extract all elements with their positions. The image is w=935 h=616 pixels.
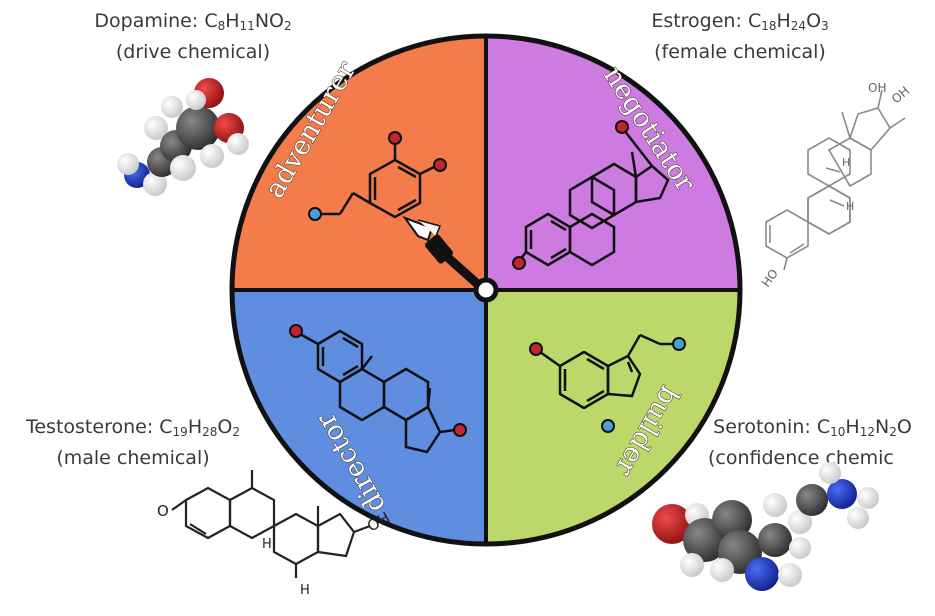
testosterone-wireframe: O OH H H — [157, 470, 393, 598]
pointing-hand-icon — [402, 215, 442, 242]
testosterone-structure — [289, 324, 467, 454]
formula-element: O — [896, 416, 912, 438]
formula-element: C — [204, 10, 218, 32]
quadrant-negotiator — [486, 36, 740, 290]
formula-subscript: 18 — [761, 19, 777, 33]
testosterone-formula: C19H28O2 — [159, 416, 241, 439]
testosterone-wireframe-h-1: H — [262, 537, 272, 552]
estrogen-title: Estrogen: C18H24O3 — [651, 10, 829, 33]
estrogen-wireframe-h-1: H — [842, 156, 850, 169]
formula-subscript: 2 — [232, 425, 241, 439]
formula-element: C — [159, 416, 173, 438]
formula-element: H — [845, 416, 860, 438]
testosterone-label: Testosterone: C19H28O2 (male chemical) — [2, 414, 264, 471]
formula-subscript: 11 — [239, 19, 255, 33]
dopamine-formula: C8H11NO2 — [204, 10, 292, 33]
formula-element: NO — [254, 10, 284, 32]
formula-element: N — [874, 416, 890, 438]
formula-element: H — [776, 10, 791, 32]
estrogen-role: (female chemical) — [654, 41, 826, 63]
serotonin-formula: C10H12N2O — [816, 416, 912, 439]
serotonin-3d-model — [652, 462, 879, 591]
dopamine-3d-model — [117, 78, 249, 196]
estrogen-formula: C18H24O3 — [747, 10, 829, 33]
formula-element: C — [816, 416, 831, 438]
formula-subscript: 3 — [821, 19, 829, 33]
estrogen-label: Estrogen: C18H24O3 (female chemical) — [620, 8, 860, 65]
testosterone-wireframe-o: O — [157, 502, 169, 520]
formula-element: H — [187, 416, 203, 438]
serotonin-title: Serotonin: C10H12N2O — [713, 416, 912, 439]
dopamine-structure — [308, 131, 447, 221]
formula-subscript: 8 — [217, 19, 226, 33]
estrogen-wireframe-oh-right: OH — [889, 84, 912, 107]
formula-subscript: 2 — [283, 19, 292, 33]
formula-element: C — [747, 10, 762, 32]
testosterone-wireframe-h-2: H — [300, 583, 310, 598]
serotonin-role: (confidence chemic — [708, 447, 894, 469]
dopamine-label: Dopamine: C8H11NO2 (drive chemical) — [78, 8, 308, 65]
estrogen-structure — [512, 120, 670, 270]
formula-subscript: 19 — [172, 425, 188, 439]
dopamine-title: Dopamine: C8H11NO2 — [94, 10, 292, 33]
formula-subscript: 28 — [202, 425, 218, 439]
pivot-icon — [473, 277, 499, 303]
estrogen-wireframe: OH OH H H HO — [759, 81, 912, 290]
estrogen-wireframe-ho: HO — [759, 267, 781, 290]
formula-element: H — [225, 10, 240, 32]
serotonin-structure — [529, 333, 686, 433]
formula-subscript: 24 — [790, 19, 807, 33]
testosterone-role: (male chemical) — [56, 447, 210, 469]
serotonin-label: Serotonin: C10H12N2O (confidence chemic — [690, 414, 935, 471]
formula-subscript: 10 — [830, 425, 846, 439]
spinner-pointer[interactable] — [402, 215, 499, 303]
dopamine-role: (drive chemical) — [115, 41, 271, 63]
formula-element: O — [806, 10, 822, 32]
formula-element: O — [217, 416, 233, 438]
formula-subscript: 12 — [859, 425, 875, 439]
testosterone-title: Testosterone: C19H28O2 — [25, 416, 241, 439]
formula-subscript: 2 — [889, 425, 897, 439]
estrogen-wireframe-h-2: H — [846, 200, 854, 213]
estrogen-wireframe-oh-top: OH — [868, 81, 886, 95]
